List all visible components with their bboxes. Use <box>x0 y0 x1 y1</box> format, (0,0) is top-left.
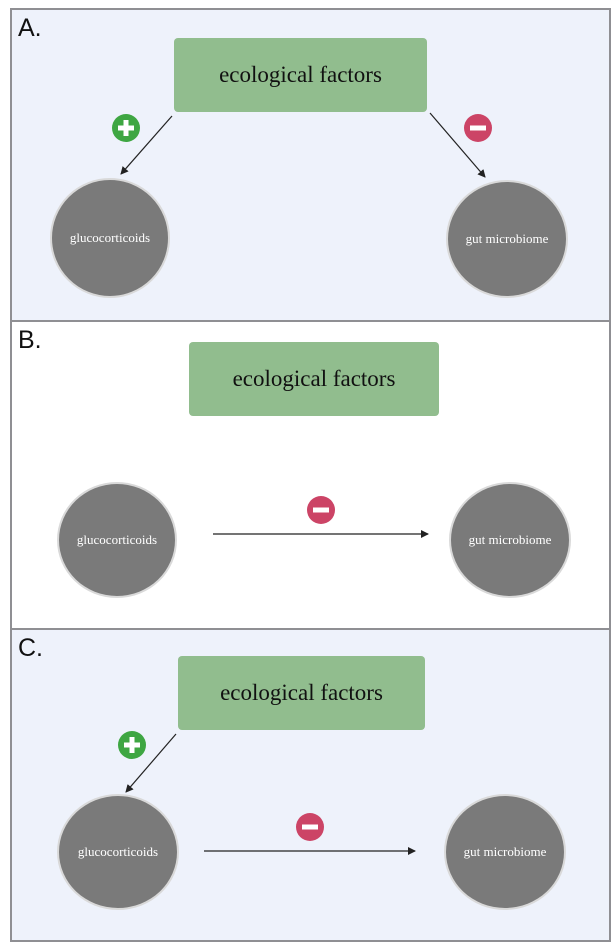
panel-b-letter: B. <box>18 326 42 354</box>
panel-c-gut-microbiome-node: gut microbiome <box>444 794 566 910</box>
panel-a-ecological-factors-box: ecological factors <box>174 38 427 112</box>
panel-b-ecological-factors-box: ecological factors <box>189 342 439 416</box>
panel-c-glucocorticoids-node: glucocorticoids <box>57 794 179 910</box>
panel-a: A. ecological factors glucocorticoids gu… <box>10 8 611 322</box>
panel-a-glucocorticoids-node: glucocorticoids <box>50 178 170 298</box>
panel-b-glucocorticoids-node: glucocorticoids <box>57 482 177 598</box>
panel-a-gut-microbiome-node: gut microbiome <box>446 180 568 298</box>
panel-a-letter: A. <box>18 14 42 42</box>
panel-b: B. ecological factors glucocorticoids gu… <box>10 320 611 630</box>
panel-c-ecological-factors-box: ecological factors <box>178 656 425 730</box>
panel-b-gut-microbiome-node: gut microbiome <box>449 482 571 598</box>
panel-c: C. ecological factors glucocorticoids gu… <box>10 628 611 942</box>
panel-c-letter: C. <box>18 634 43 662</box>
